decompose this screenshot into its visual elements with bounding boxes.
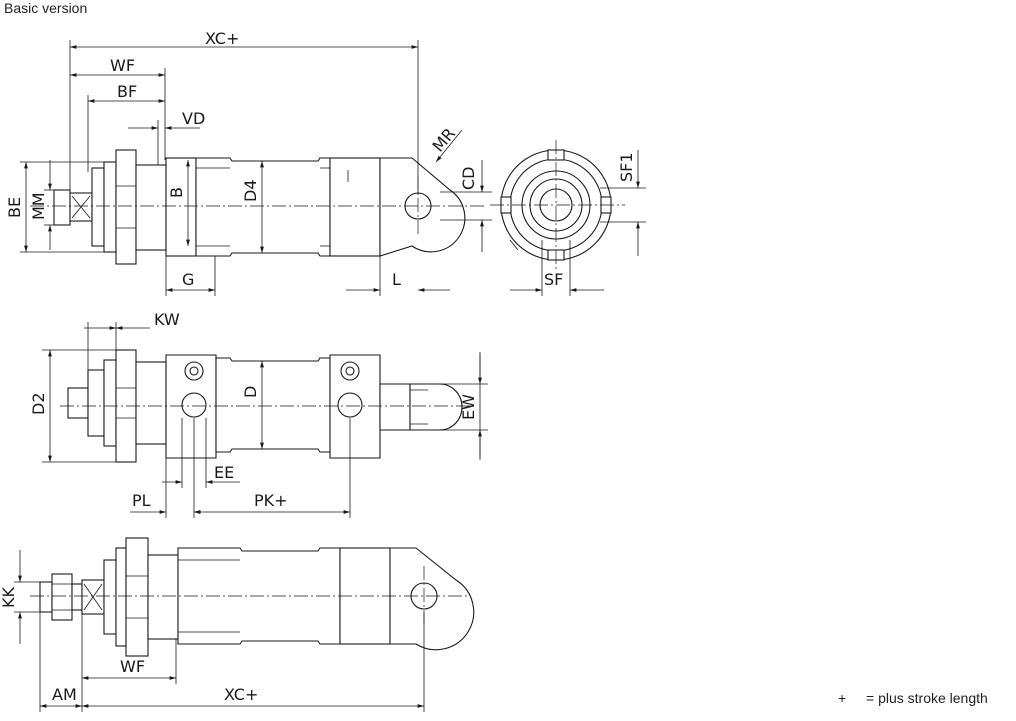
dim-vd-label: VD [182, 109, 205, 128]
dim-d4-label: D4 [241, 180, 260, 203]
dim-d-label: D [241, 386, 260, 398]
dim-d2-label: D2 [29, 393, 48, 416]
legend-symbol: + [838, 690, 847, 706]
dim-mm-label: MM [29, 192, 48, 220]
dim-bottom-xc-label: XC+ [224, 685, 258, 704]
heading: Basic version [4, 0, 88, 16]
dim-mr-label: MR [429, 124, 460, 155]
top-view: XC+ WF BF VD MR CD BE MM B D4 [5, 29, 492, 296]
end-view: SF1 SF [490, 140, 646, 296]
dim-kw-label: KW [154, 310, 180, 329]
dim-cd-label: CD [459, 167, 478, 191]
dim-be-label: BE [5, 197, 24, 218]
legend: + = plus stroke length [838, 690, 988, 706]
dim-ee-label: EE [214, 463, 234, 482]
dim-bf-label: BF [117, 82, 137, 101]
dim-g-label: G [182, 270, 194, 289]
dim-wf-label: WF [110, 56, 135, 75]
dim-l-label: L [392, 270, 401, 289]
middle-view: KW D2 D EW EE PL PK+ [29, 310, 488, 518]
legend-text: = plus stroke length [866, 690, 988, 706]
dim-am-label: AM [52, 685, 77, 704]
dim-kk-label: KK [0, 587, 18, 608]
dim-sf1-label: SF1 [617, 152, 636, 182]
bottom-view: KK WF AM XC+ [0, 537, 475, 712]
dim-pl-label: PL [132, 491, 151, 510]
dim-pk-label: PK+ [254, 491, 288, 510]
dim-b-label: B [167, 187, 186, 198]
dim-sf-label: SF [544, 270, 563, 289]
dim-xc-label: XC+ [205, 29, 239, 48]
dim-ew-label: EW [459, 394, 478, 420]
dim-bottom-wf-label: WF [120, 657, 145, 676]
